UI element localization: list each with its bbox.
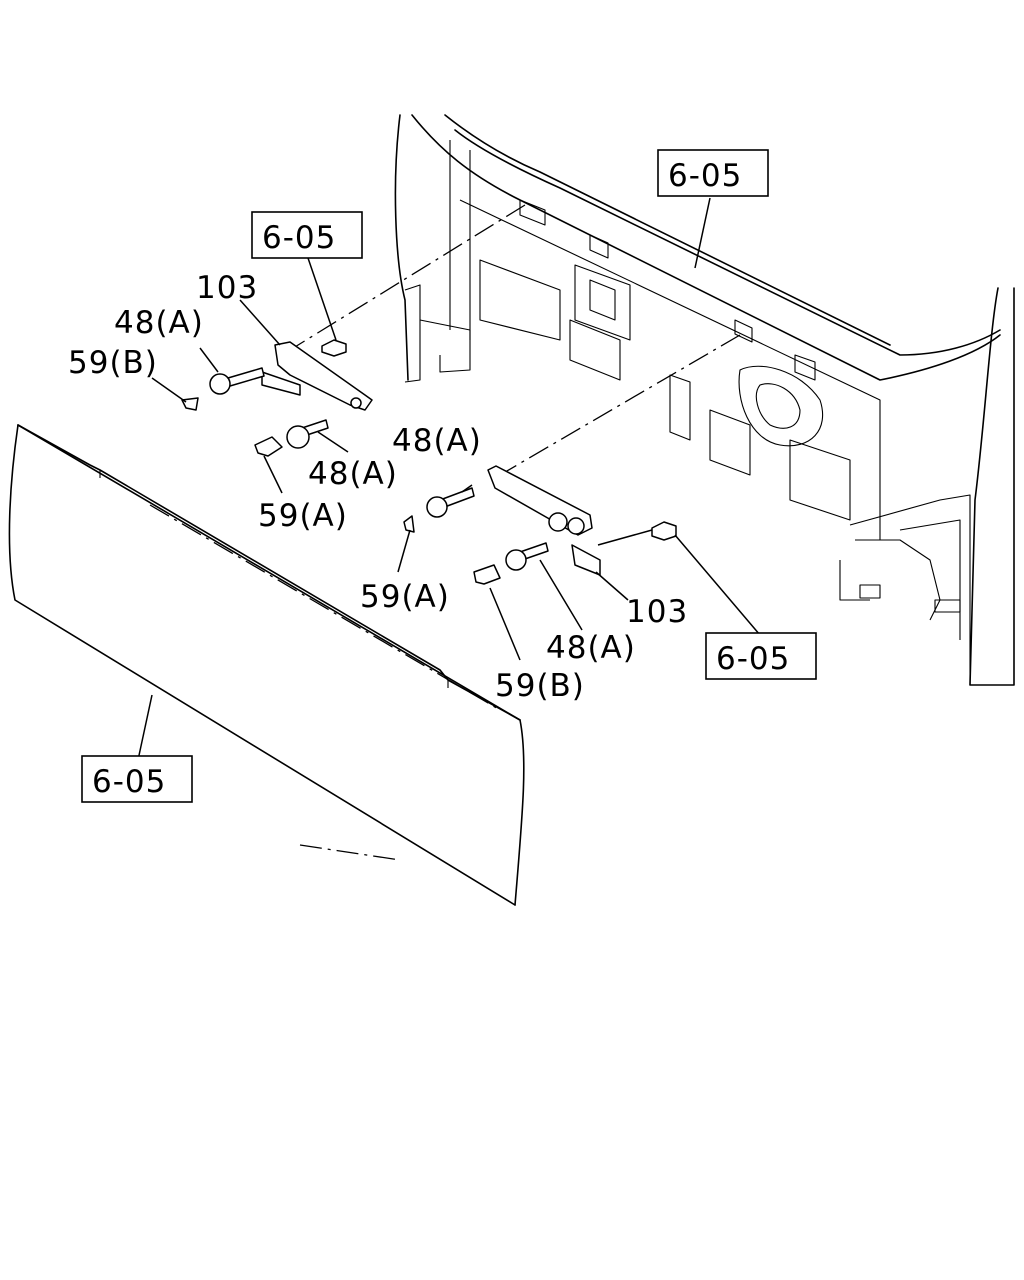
clip-59a-left — [254, 436, 283, 457]
ref-box-right — [705, 632, 817, 680]
label-right-48a-top: 48(A) — [392, 423, 482, 459]
label-ref-right: 6-05 — [716, 641, 790, 677]
alignment-lines — [289, 204, 741, 476]
label-left-48a-bottom: 48(A) — [308, 456, 398, 492]
front-grille-panel — [8, 424, 525, 906]
cab-front-panel — [394, 114, 1015, 686]
label-right-59a: 59(A) — [360, 579, 450, 615]
label-ref-upper-right: 6-05 — [668, 158, 742, 194]
left-hinge-assembly — [181, 339, 373, 457]
ref-box-upper-right — [657, 149, 769, 197]
screw-6-05-left — [321, 339, 347, 357]
bolt-48a-left-top — [209, 367, 265, 395]
label-right-59b: 59(B) — [495, 668, 585, 704]
screw-6-05-right — [651, 521, 677, 541]
label-left-59b: 59(B) — [68, 345, 158, 381]
label-right-48a-bottom: 48(A) — [546, 630, 636, 666]
label-ref-upper-left: 6-05 — [262, 220, 336, 256]
label-right-103: 103 — [626, 594, 688, 630]
right-hinge-assembly — [403, 465, 677, 585]
bolt-48a-left-bottom — [286, 419, 329, 449]
reference-boxes — [81, 149, 817, 803]
clip-59b-right — [473, 564, 501, 585]
label-left-59a: 59(A) — [258, 498, 348, 534]
callout-labels: 6-05 6-05 6-05 6-05 103 48(A) 59(B) 48(A… — [68, 158, 790, 800]
leader-lines — [137, 197, 761, 761]
ref-box-upper-left — [251, 211, 363, 259]
bolt-48a-right-top — [426, 487, 475, 518]
ref-box-panel — [81, 755, 193, 803]
bolt-48a-right-bottom — [505, 542, 549, 571]
label-left-103: 103 — [196, 270, 258, 306]
clip-59b-left — [181, 397, 199, 411]
label-left-48a-top: 48(A) — [114, 305, 204, 341]
clip-59a-right — [403, 515, 415, 533]
label-ref-panel: 6-05 — [92, 764, 166, 800]
